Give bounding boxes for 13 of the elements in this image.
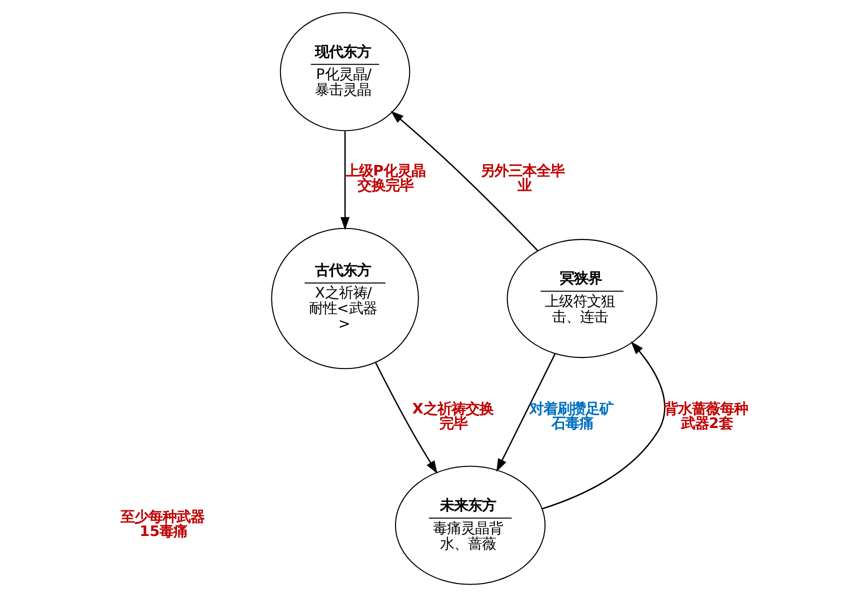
arrow — [542, 341, 666, 510]
arrow — [374, 362, 438, 474]
node-circle: 古代东方 X之祈祷/耐性<武器> — [271, 228, 419, 370]
arrow — [390, 110, 538, 252]
edge-label: 另外三本全毕业 — [480, 164, 565, 194]
arrow — [340, 131, 350, 230]
edge-label: 对着刷攒足矿石毒痛 — [529, 401, 614, 432]
node-ellipse: 未来东方 毒痛灵晶背水、蔷薇 — [394, 466, 546, 585]
label: 至少每种武器15毒痛 — [120, 509, 204, 540]
arrow — [496, 354, 556, 472]
node-circle: 现代东方 P化灵晶/暴击灵晶 — [280, 12, 410, 132]
node-ellipse: 冥狭界 上级符文狙击、连击 — [506, 238, 658, 358]
edge-label: X之祈祷交换完毕 — [412, 401, 494, 432]
